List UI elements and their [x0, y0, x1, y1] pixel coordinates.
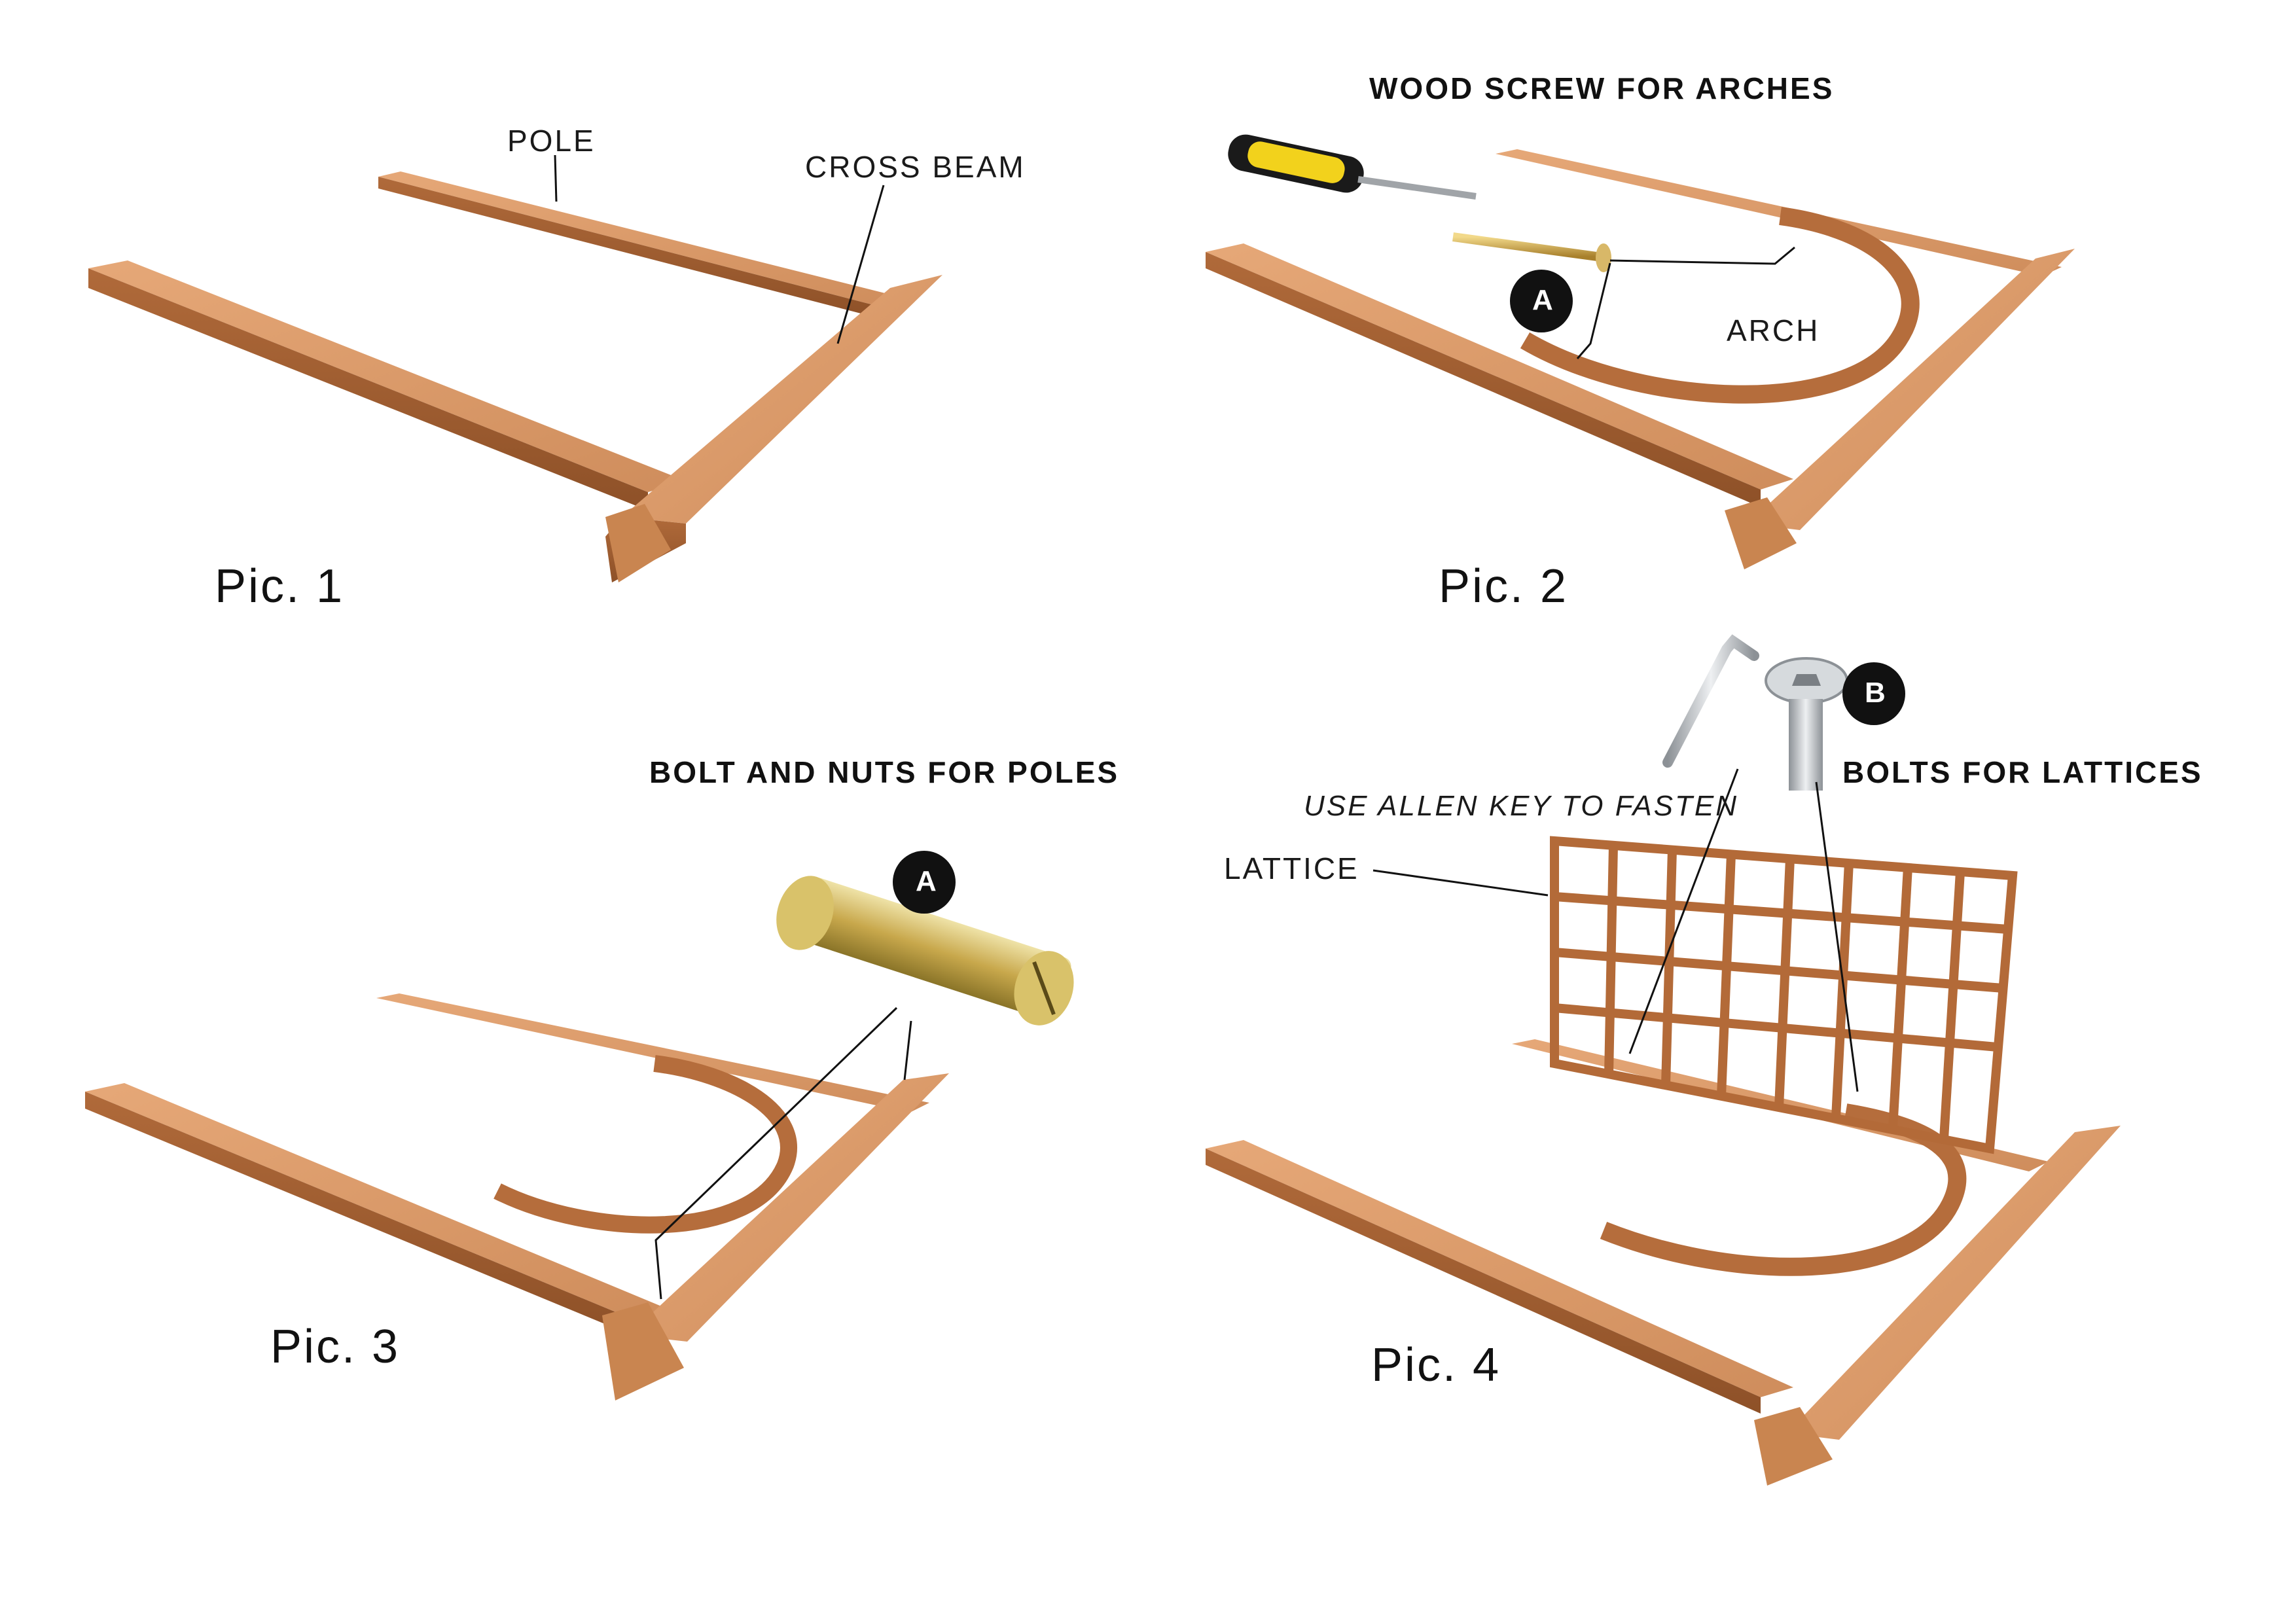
pic4-bolt-leader: [1815, 781, 1859, 1092]
pic2-caption: Pic. 2: [1439, 560, 1569, 613]
pic1-pole-back-side: [378, 177, 884, 319]
pic3-caption: Pic. 3: [270, 1321, 401, 1373]
pic4-lattice-leader: [1372, 869, 1549, 897]
pic1-pole-leader: [554, 154, 558, 202]
pic2-pole-front: [1206, 243, 1793, 490]
pic1-beam-end: [605, 504, 671, 582]
pic3-badge: [893, 851, 956, 914]
pic1-pole-back: [378, 171, 903, 308]
pic2-frame: [1206, 134, 2075, 569]
pic2-arch: [1520, 207, 1920, 404]
pic4-badge: [1842, 662, 1905, 725]
pic2-screw-leader: [1609, 246, 1795, 265]
pic2-beam-end: [1725, 497, 1797, 569]
pic1-pole-front: [88, 260, 686, 492]
allen-key-note: USE ALLEN KEY TO FASTEN: [1304, 790, 1739, 822]
pic4-pole-front-side: [1206, 1149, 1761, 1414]
pic3-badge-letter: A: [916, 865, 937, 897]
pic4-caption: Pic. 4: [1371, 1339, 1501, 1391]
pic2-pole-back: [1496, 149, 2062, 276]
pic3-pole-front-side: [85, 1092, 632, 1335]
allen-key-icon: [1662, 634, 1759, 768]
pic1-beam-leader: [836, 185, 885, 344]
pic1-frame: [88, 154, 942, 582]
pic4-frame: [1206, 634, 2121, 1486]
pic4-badge-letter: B: [1865, 677, 1886, 709]
pic2-pole-front-side: [1206, 252, 1761, 507]
cross-beam-label: CROSS BEAM: [805, 150, 1026, 184]
wood-screw-icon: [1452, 232, 1611, 272]
pic3-pole-front: [85, 1083, 668, 1319]
pic4-pole-front: [1206, 1140, 1793, 1397]
arch-label: ARCH: [1727, 313, 1820, 348]
pic3-arch: [493, 1055, 797, 1234]
pic1-cross-beam: [622, 275, 942, 524]
pic3-frame: [85, 851, 1074, 1400]
screwdriver-icon: [1228, 134, 1477, 200]
pic2-heading: WOOD SCREW FOR ARCHES: [1369, 71, 1835, 105]
lattice-label: LATTICE: [1224, 851, 1359, 885]
hex-bolt-icon: [1765, 657, 1848, 791]
pic4-cross-beam: [1787, 1126, 2121, 1440]
pic2-cross-beam: [1748, 249, 2075, 530]
pic3-pole-back: [376, 993, 929, 1113]
pic4-allen-leader: [1628, 768, 1739, 1054]
pic4-beam-end: [1754, 1407, 1833, 1486]
pic2-badge: [1510, 270, 1573, 332]
pic2-badge-letter: A: [1532, 284, 1553, 316]
pole-label: POLE: [507, 124, 596, 158]
pic4-heading: BOLTS FOR LATTICES: [1842, 755, 2203, 789]
pic2-screw-leader-2: [1576, 262, 1611, 359]
pic1-pole-front-side: [88, 268, 648, 510]
pic3-bolt-leader: [655, 1007, 898, 1300]
pic3-heading: BOLT AND NUTS FOR POLES: [649, 755, 1120, 789]
pic1-caption: Pic. 1: [215, 560, 345, 613]
pic3-bolt-leader-2: [903, 1020, 912, 1080]
pic4-lattice: [1550, 836, 2018, 1154]
pic3-cross-beam: [628, 1073, 949, 1342]
bolt-and-nut-icon: [776, 876, 1074, 1026]
pic3-beam-end: [602, 1302, 684, 1400]
